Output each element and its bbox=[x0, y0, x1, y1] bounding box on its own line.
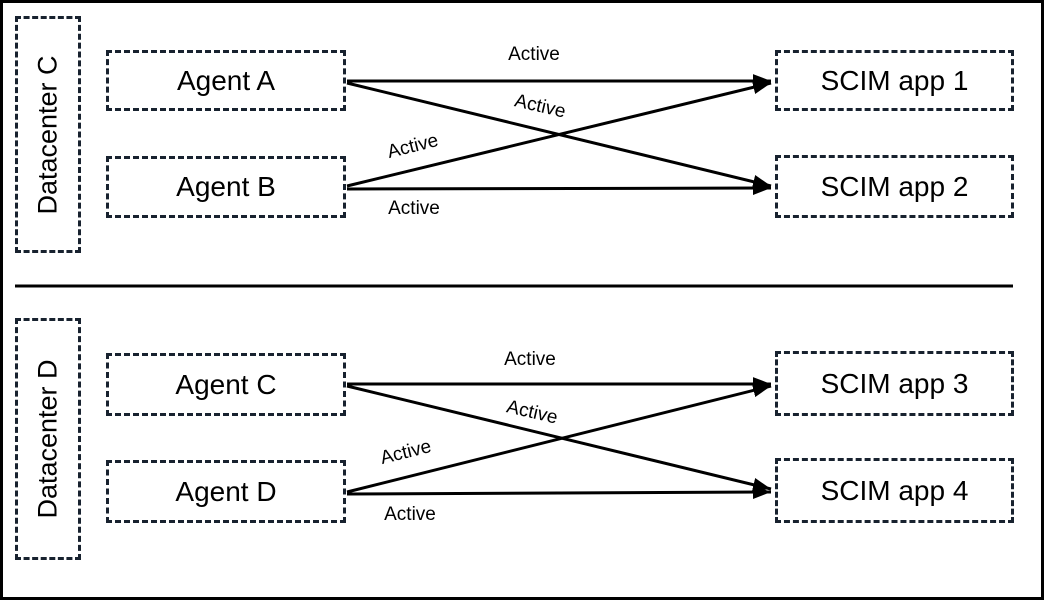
scim-app-1-label: SCIM app 1 bbox=[820, 64, 969, 96]
arrow-agent-b-to-scim-app-1 bbox=[346, 80, 772, 188]
scim-app-3-box: SCIM app 3 bbox=[775, 351, 1014, 416]
scim-app-4-label: SCIM app 4 bbox=[820, 474, 969, 506]
datacenter-d-label: Datacenter D bbox=[32, 359, 63, 519]
status-label-b-to-1: Active bbox=[385, 130, 441, 163]
scim-app-2-label: SCIM app 2 bbox=[820, 170, 969, 202]
status-label-d-to-3: Active bbox=[378, 436, 434, 469]
agent-c-box: Agent C bbox=[106, 353, 346, 416]
agent-c-label: Agent C bbox=[175, 368, 277, 400]
scim-app-3-label: SCIM app 3 bbox=[820, 367, 969, 399]
status-label-d-to-4: Active bbox=[384, 504, 436, 525]
scim-app-1-box: SCIM app 1 bbox=[775, 50, 1014, 111]
datacenter-d-box: Datacenter D bbox=[15, 318, 81, 560]
agent-a-box: Agent A bbox=[106, 50, 346, 111]
status-label-c-to-4: Active bbox=[504, 396, 560, 429]
arrow-agent-a-to-scim-app-2 bbox=[346, 81, 772, 189]
agent-a-label: Agent A bbox=[176, 64, 276, 96]
status-label-c-to-3: Active bbox=[504, 349, 556, 370]
scim-app-2-box: SCIM app 2 bbox=[775, 155, 1014, 218]
status-label-a-to-1: Active bbox=[508, 44, 560, 65]
agent-d-box: Agent D bbox=[106, 460, 346, 523]
arrow-agent-d-to-scim-app-4 bbox=[346, 485, 772, 499]
agent-b-box: Agent B bbox=[106, 156, 346, 218]
arrow-agent-c-to-scim-app-4 bbox=[346, 384, 772, 492]
arrow-agent-b-to-scim-app-2 bbox=[346, 181, 772, 195]
status-label-b-to-2: Active bbox=[388, 198, 440, 219]
agent-b-label: Agent B bbox=[176, 171, 276, 202]
datacenter-c-box: Datacenter C bbox=[15, 16, 81, 253]
datacenter-c-label: Datacenter C bbox=[32, 54, 63, 215]
scim-app-4-box: SCIM app 4 bbox=[775, 458, 1014, 523]
agent-d-label: Agent D bbox=[175, 475, 277, 507]
arrow-agent-d-to-scim-app-3 bbox=[346, 383, 772, 494]
status-label-a-to-2: Active bbox=[512, 90, 568, 123]
